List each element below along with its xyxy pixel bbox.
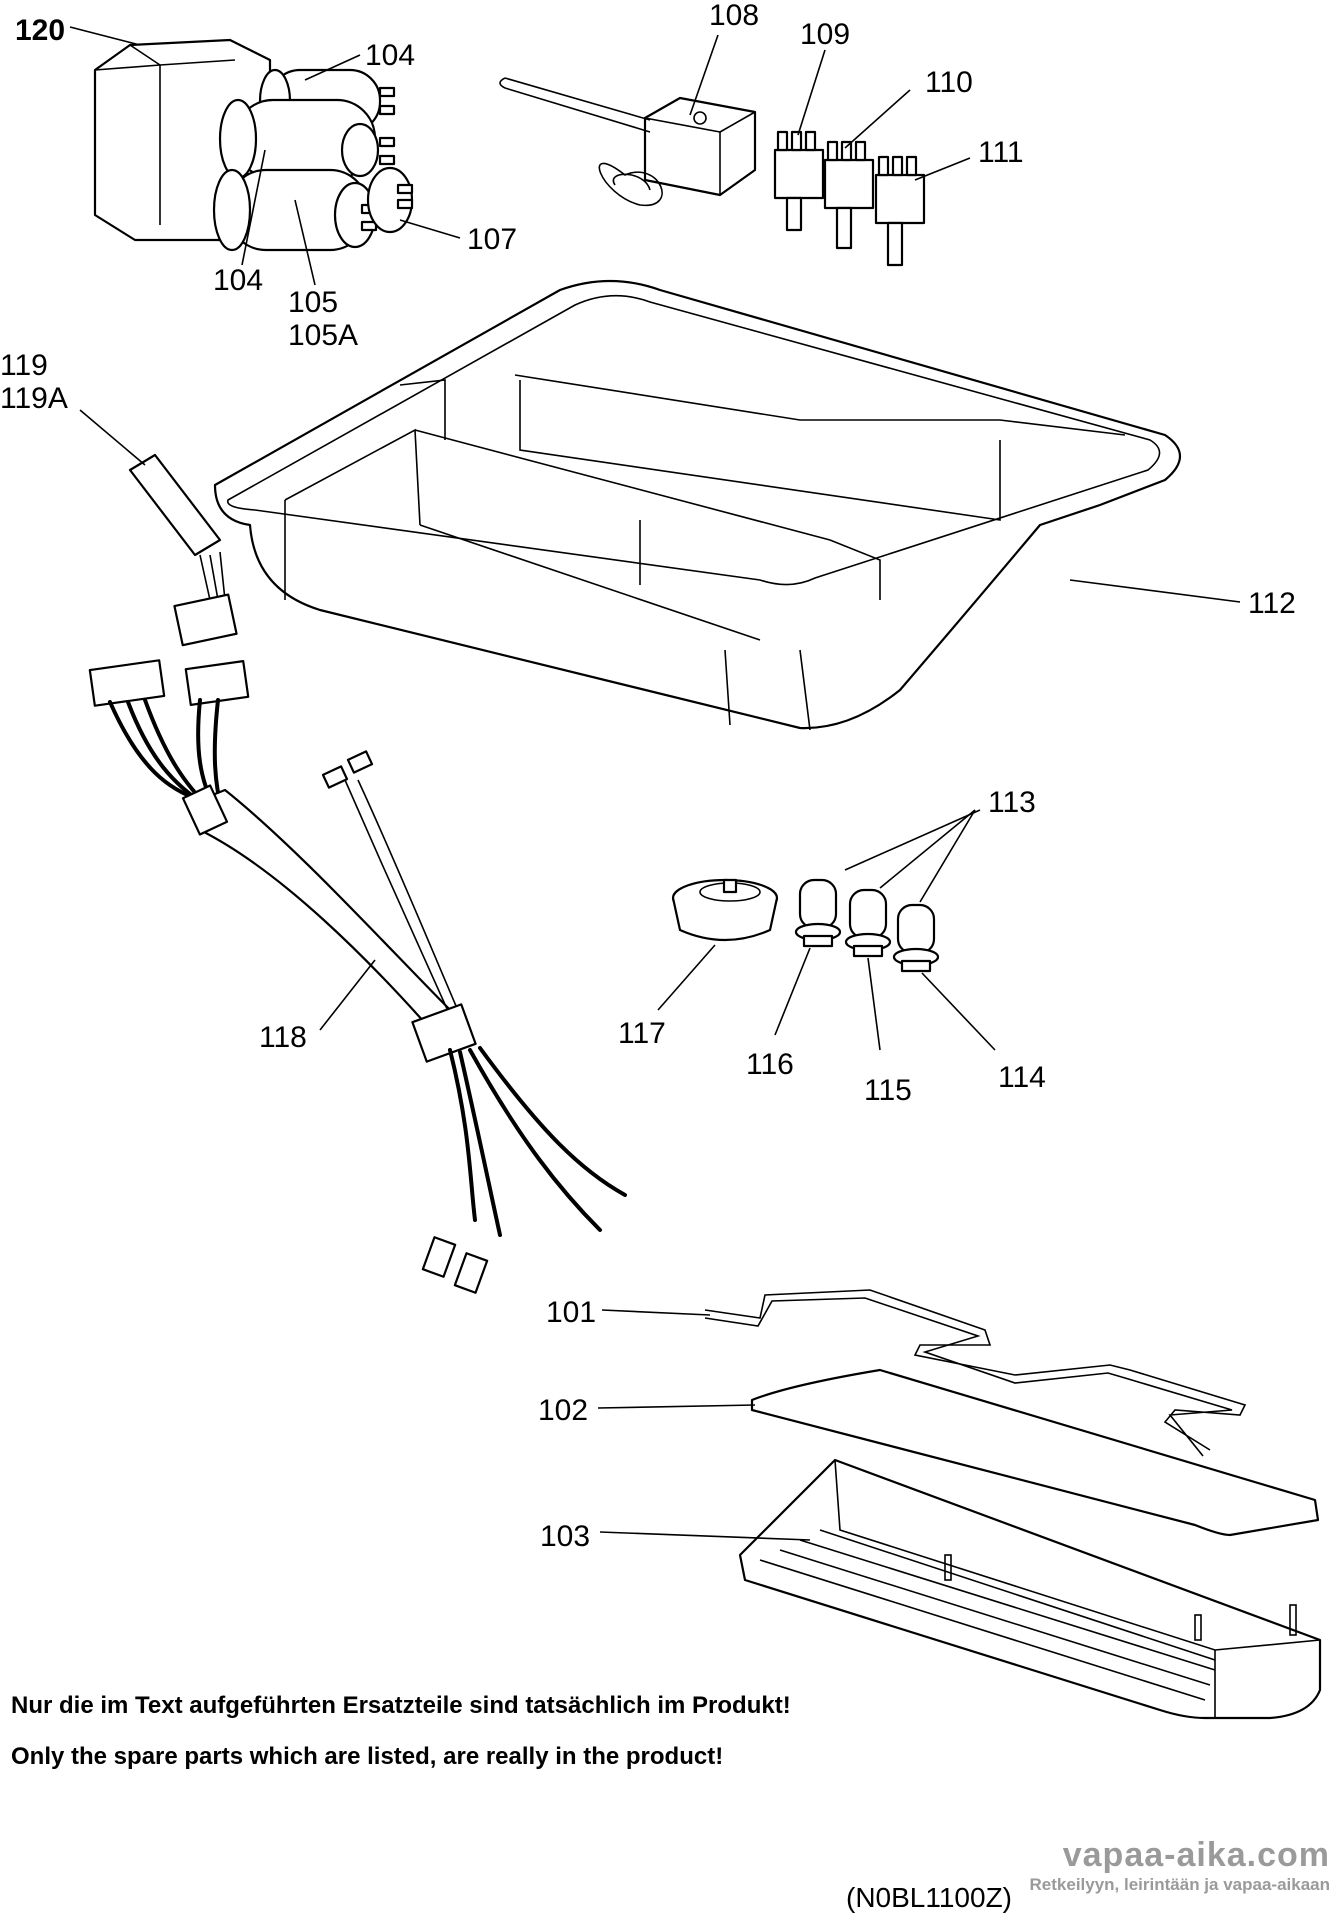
- label-117: 117: [618, 1017, 666, 1050]
- label-109: 109: [800, 18, 850, 51]
- label-118: 118: [259, 1021, 307, 1054]
- label-105: 105: [288, 286, 338, 319]
- label-112: 112: [1248, 587, 1296, 620]
- housing-tray-112: [213, 279, 1181, 731]
- drawing-code: (N0BL1100Z): [846, 1882, 1013, 1913]
- label-119: 119: [0, 349, 48, 382]
- watermark-site: vapaa-aika.com: [1062, 1836, 1330, 1874]
- label-101: 101: [546, 1296, 596, 1329]
- note-german: Nur die im Text aufgeführten Ersatzteile…: [11, 1692, 791, 1719]
- label-113: 113: [988, 786, 1036, 819]
- label-120: 120: [15, 14, 65, 47]
- grille-frame-103: [738, 1458, 1322, 1720]
- indicator-lamp-114: [892, 903, 940, 973]
- label-115: 115: [864, 1074, 912, 1107]
- label-105a: 105A: [288, 319, 358, 352]
- thermostat-108: [499, 77, 757, 206]
- indicator-lamp-116: [794, 878, 842, 948]
- label-104-top: 104: [365, 39, 415, 72]
- wiring-harness-118: [88, 659, 627, 1294]
- label-114: 114: [998, 1061, 1046, 1094]
- switch-111: [874, 155, 926, 267]
- label-103: 103: [540, 1520, 590, 1553]
- label-111: 111: [978, 136, 1024, 169]
- watermark-tagline: Retkeilyyn, leirintään ja vapaa-aikaan: [1029, 1875, 1330, 1894]
- label-116: 116: [746, 1048, 794, 1081]
- label-119a: 119A: [0, 382, 68, 415]
- note-english: Only the spare parts which are listed, a…: [11, 1743, 724, 1770]
- watermark-logo: vapaa-aika.com Retkeilyyn, leirintään ja…: [1030, 1836, 1330, 1895]
- switch-109: [773, 130, 825, 232]
- label-102: 102: [538, 1394, 588, 1427]
- connector-cable-119: [128, 453, 238, 647]
- filter-panel-102: [750, 1368, 1320, 1537]
- leader-lines: [69, 26, 1241, 1541]
- control-knob-117: [671, 878, 779, 942]
- capacitor-107: [366, 166, 414, 234]
- switch-110: [823, 140, 875, 250]
- callout-labels: 120 104 104 105 105A 107 108 109 110 111…: [0, 0, 1296, 1553]
- label-107: 107: [467, 223, 517, 256]
- label-108: 108: [709, 0, 759, 32]
- wire-clip-101: [704, 1289, 1247, 1457]
- label-110: 110: [925, 66, 973, 99]
- indicator-lamp-115: [844, 888, 892, 958]
- label-104-bottom: 104: [213, 264, 263, 297]
- capacitor-105: [212, 168, 378, 252]
